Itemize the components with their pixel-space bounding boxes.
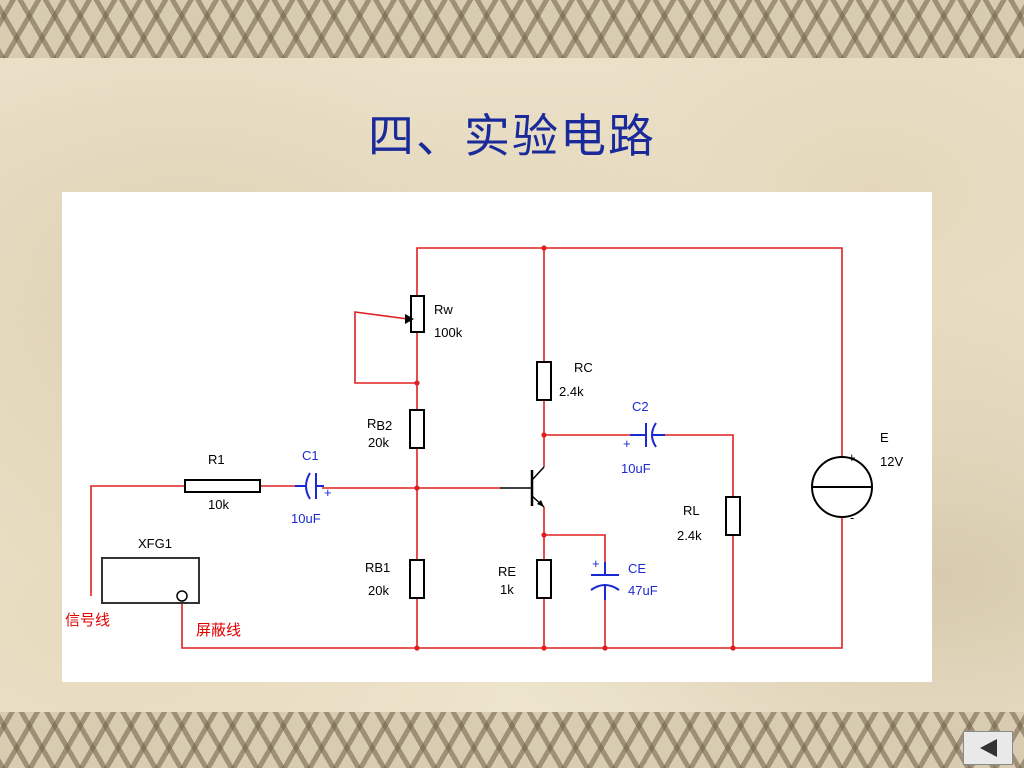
previous-slide-button[interactable]	[963, 731, 1013, 765]
svg-text:+: +	[324, 485, 332, 500]
svg-text:RE: RE	[498, 564, 516, 579]
svg-text:12V: 12V	[880, 454, 903, 469]
svg-text:2.4k: 2.4k	[677, 528, 702, 543]
circuit-diagram: Rw 100k RB2 20k RB1 20k R1 10k +	[65, 245, 903, 651]
function-generator-xfg1: XFG1	[101, 536, 200, 604]
junction-dots	[414, 245, 736, 651]
shield-wire-label: 屏蔽线	[196, 621, 241, 639]
svg-text:C2: C2	[632, 399, 649, 414]
svg-text:C1: C1	[302, 448, 319, 463]
svg-text:2.4k: 2.4k	[559, 384, 584, 399]
capacitor-c2: + C2 10uF	[621, 399, 665, 476]
svg-text:CE: CE	[628, 561, 646, 576]
resistor-rl: RL 2.4k	[677, 496, 741, 543]
capacitor-c1: + C1 10uF	[291, 448, 332, 526]
svg-text:+: +	[592, 556, 600, 571]
circuit-diagram-panel: Rw 100k RB2 20k RB1 20k R1 10k +	[62, 192, 932, 682]
triangle-left-icon	[980, 739, 997, 757]
svg-text:100k: 100k	[434, 325, 463, 340]
potentiometer-rw: Rw 100k	[405, 295, 463, 340]
svg-text:RL: RL	[683, 503, 700, 518]
svg-text:10uF: 10uF	[291, 511, 321, 526]
svg-text:47uF: 47uF	[628, 583, 658, 598]
svg-text:RB1: RB1	[365, 560, 390, 575]
svg-text:R1: R1	[208, 452, 225, 467]
wires	[90, 247, 843, 649]
voltage-source-e: + - E 12V	[811, 430, 903, 525]
slide-title: 四、实验电路	[368, 109, 656, 163]
svg-text:-: -	[850, 510, 854, 525]
svg-text:E: E	[880, 430, 889, 445]
resistor-rb1: RB1 20k	[365, 559, 425, 599]
resistor-rc: RC 2.4k	[536, 360, 593, 401]
svg-text:10uF: 10uF	[621, 461, 651, 476]
resistor-r1: R1 10k	[184, 452, 261, 512]
npn-transistor	[500, 466, 545, 508]
svg-text:Rw: Rw	[434, 302, 453, 317]
svg-text:+: +	[848, 450, 856, 465]
svg-text:1k: 1k	[500, 582, 514, 597]
svg-text:XFG1: XFG1	[138, 536, 172, 551]
svg-text:20k: 20k	[368, 583, 389, 598]
bottom-border-pattern	[0, 712, 1024, 768]
svg-text:+: +	[623, 436, 631, 451]
capacitor-ce: + CE 47uF	[590, 556, 658, 600]
svg-text:RC: RC	[574, 360, 593, 375]
svg-text:10k: 10k	[208, 497, 229, 512]
top-border-pattern	[0, 0, 1024, 58]
resistor-rb2: RB2 20k	[367, 409, 425, 450]
svg-text:20k: 20k	[368, 435, 389, 450]
signal-wire-label: 信号线	[65, 611, 110, 629]
resistor-re: RE 1k	[498, 559, 552, 599]
svg-text:RB2: RB2	[367, 416, 392, 433]
